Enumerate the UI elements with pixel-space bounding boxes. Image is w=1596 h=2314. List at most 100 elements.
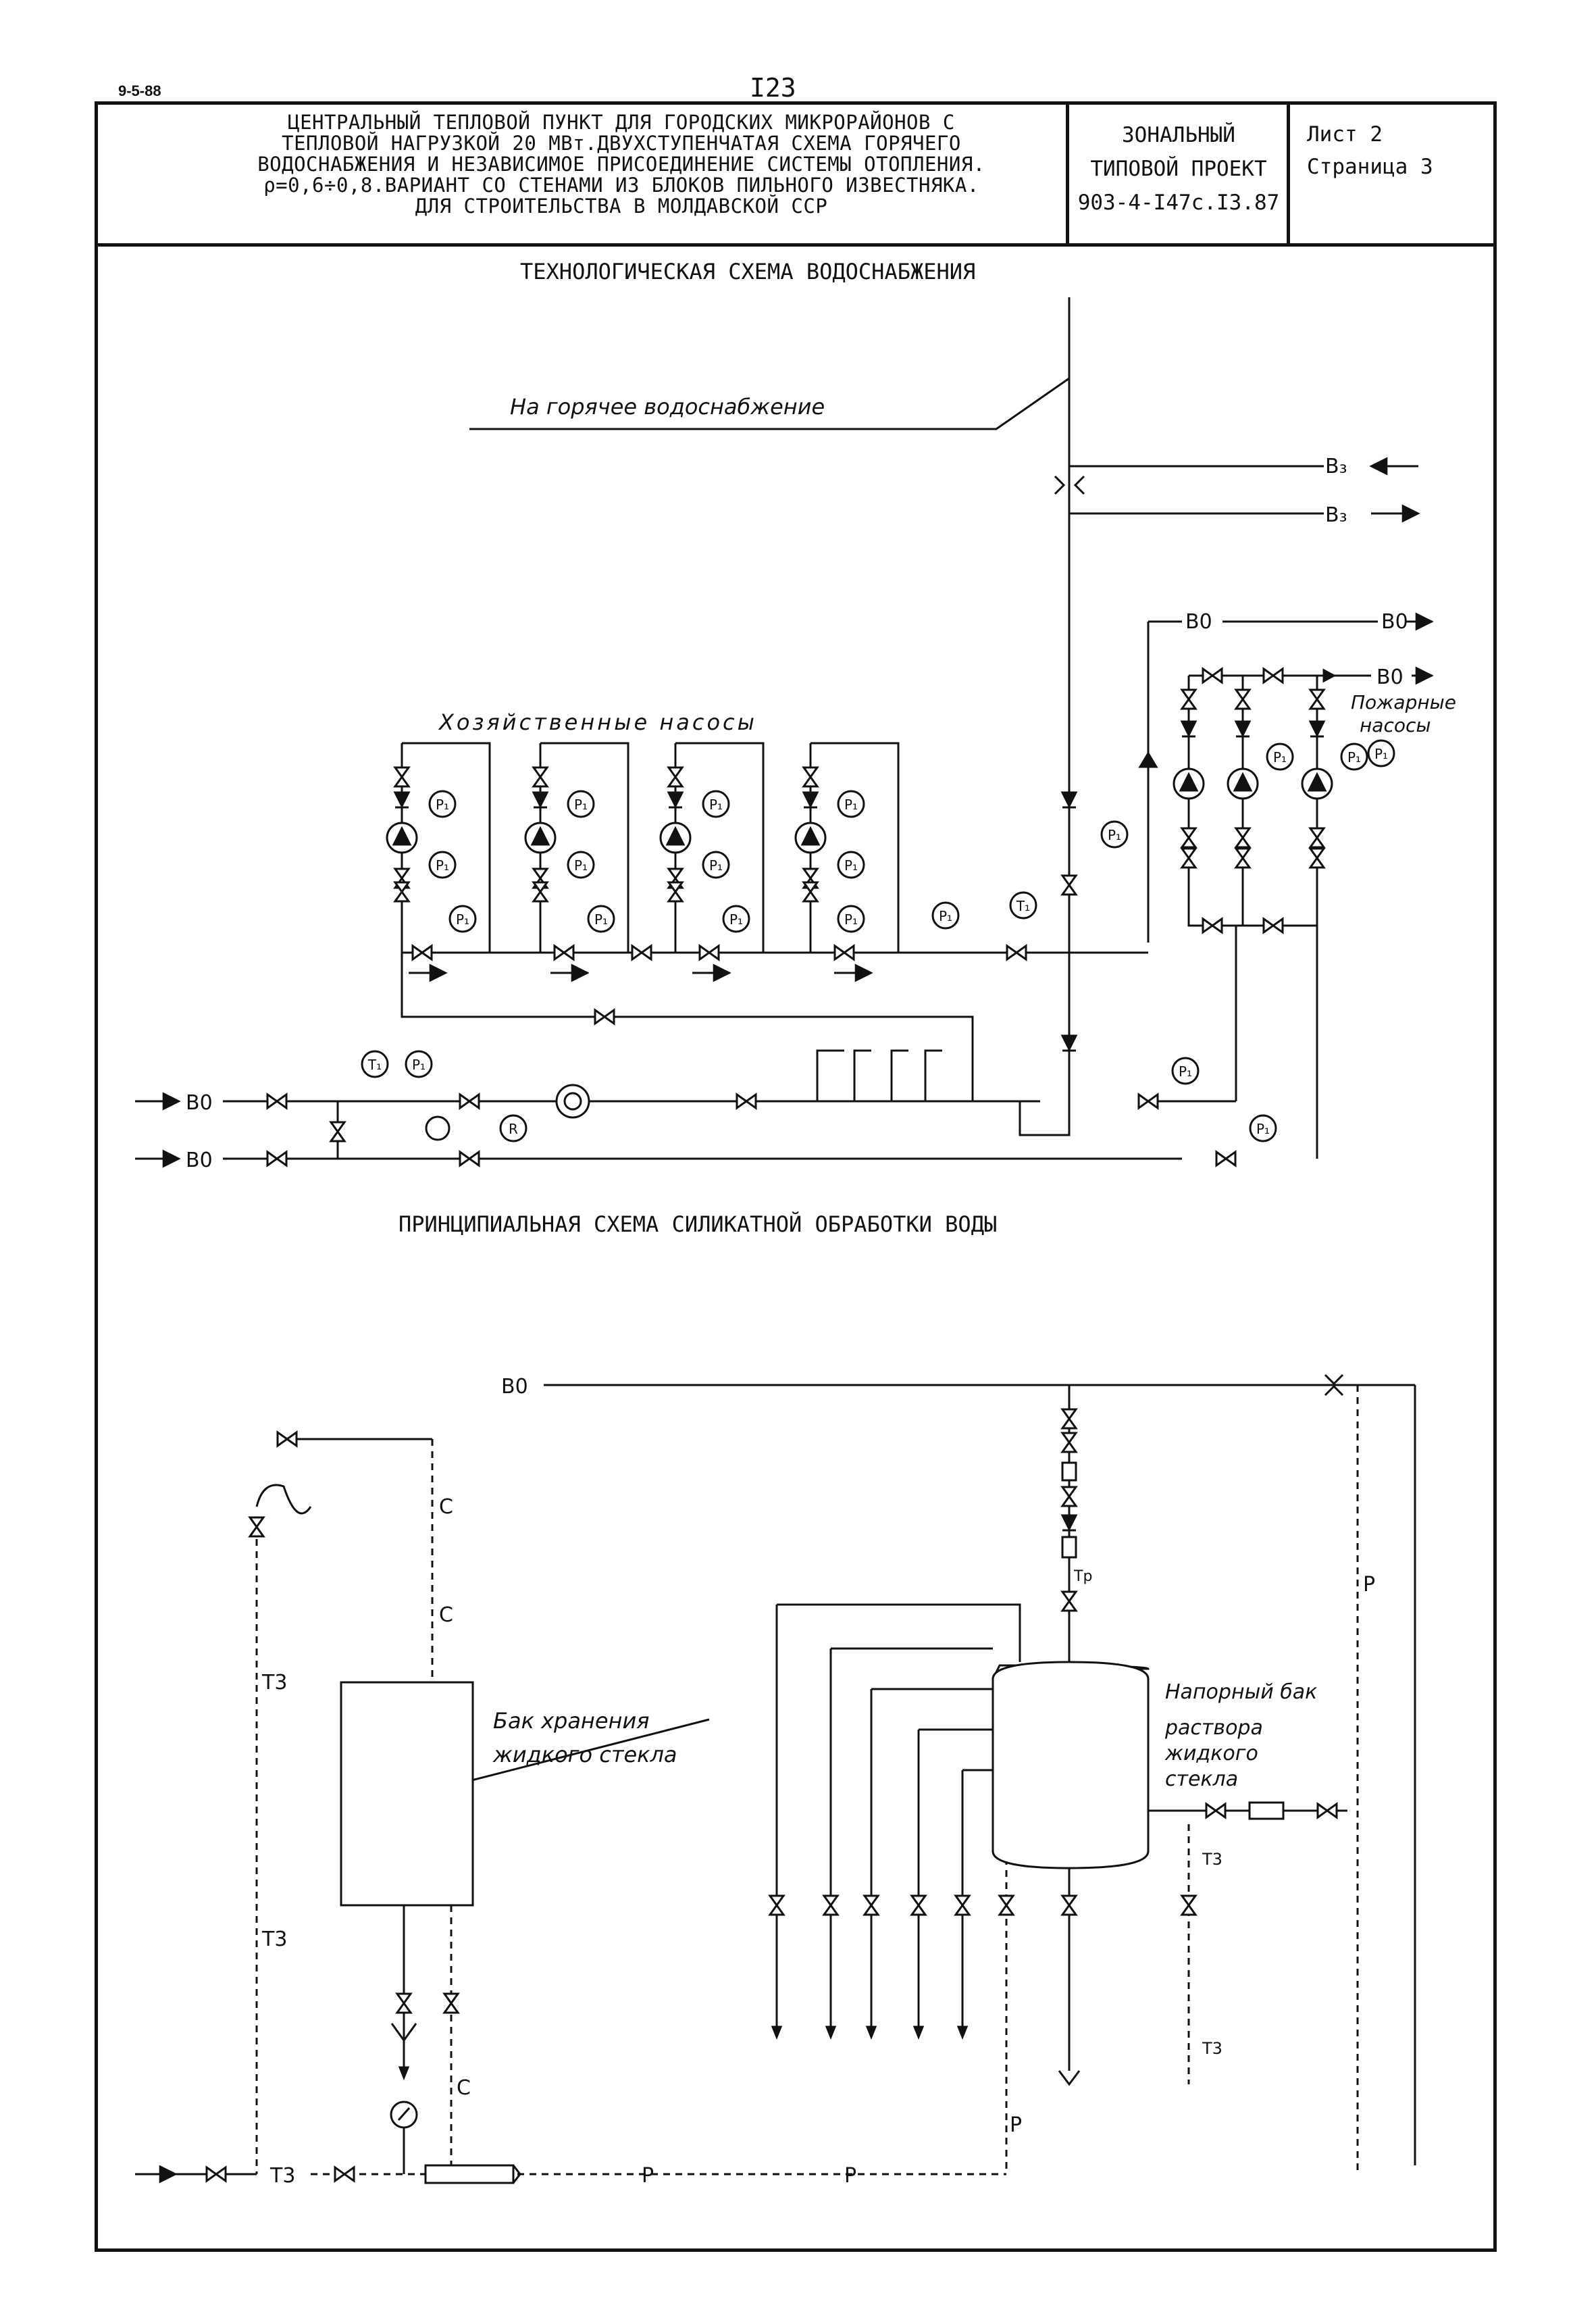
gate-valve-icon <box>1180 847 1198 869</box>
check-valve-icon <box>1060 791 1078 809</box>
gate-valve-icon <box>1060 1894 1078 1916</box>
title-line: ТЕПЛОВОЙ НАГРУЗКОЙ 20 МВт.ДВУХСТУПЕНЧАТА… <box>282 132 961 155</box>
t3-label: Т3 <box>261 1671 287 1694</box>
project-type-line-1: ЗОНАЛЬНЫЙ <box>1122 123 1235 147</box>
fire-pumps-label-1: Пожарные <box>1351 691 1456 713</box>
gate-valve-icon <box>1262 917 1284 934</box>
gate-valve-icon <box>1006 944 1027 961</box>
gate-valve-icon <box>1060 874 1078 896</box>
check-valve-icon <box>532 791 549 809</box>
title-block-bottom-line <box>95 243 1497 247</box>
drop-arrow-icon <box>956 2026 969 2040</box>
pump-impeller-icon <box>1233 772 1253 792</box>
gate-valve-icon <box>266 1092 288 1110</box>
c-label: С <box>439 1603 453 1627</box>
gauge-label: R <box>509 1121 518 1137</box>
check-valve-icon <box>1060 1514 1078 1532</box>
gauge-label: T₁ <box>367 1057 382 1073</box>
gate-valve-icon <box>459 1092 480 1110</box>
reducer-icon <box>1054 475 1085 495</box>
gauge-label: P₁ <box>844 911 858 928</box>
gate-valve-icon <box>822 1894 840 1916</box>
gauge-label: P₁ <box>1108 827 1121 843</box>
gate-valve-icon <box>768 1894 786 1916</box>
gauge-label: P₁ <box>844 797 858 813</box>
b0-label: В0 <box>1381 610 1408 634</box>
gate-valve-icon <box>459 1150 480 1167</box>
gauge-label: P₁ <box>436 797 449 813</box>
b3-label: В₃ <box>1325 455 1347 478</box>
pressure-gauge-icon <box>722 905 750 933</box>
gauge-label: P₁ <box>1273 749 1287 765</box>
gate-valve-icon <box>276 1430 298 1448</box>
pressure-gauge-icon <box>1367 739 1395 768</box>
gate-valve-icon <box>1180 827 1198 849</box>
gate-valve-icon <box>532 766 549 788</box>
t3-label: Т3 <box>269 2164 295 2188</box>
check-valve-icon <box>393 791 411 809</box>
p-label: Р <box>1010 2113 1022 2137</box>
gate-valve-icon <box>667 881 684 903</box>
gate-valve-icon <box>411 944 433 961</box>
ejector-nozzle-icon <box>512 2165 521 2184</box>
gate-valve-icon <box>1234 688 1252 710</box>
gauge-label: P₁ <box>594 911 608 928</box>
pump-impeller-icon <box>665 826 686 846</box>
t3-label: Т3 <box>1202 1850 1222 1869</box>
gate-valve-icon <box>248 1516 265 1538</box>
gauge-needle-icon <box>397 2107 411 2121</box>
household-pump-bypass <box>540 742 629 953</box>
pressure-gauge-icon <box>837 790 865 818</box>
title-line: ЦЕНТРАЛЬНЫЙ ТЕПЛОВОЙ ПУНКТ ДЛЯ ГОРОДСКИХ… <box>288 111 955 134</box>
pressure-tank-label-2: раствора <box>1165 1716 1263 1740</box>
gate-valve-icon <box>205 2165 227 2183</box>
gate-valve-icon <box>667 766 684 788</box>
pump-impeller-icon <box>1179 772 1199 792</box>
pressure-gauge-icon <box>931 901 960 930</box>
gauge-label: T₁ <box>1016 898 1030 914</box>
gate-valve-icon <box>1180 688 1198 710</box>
storage-tank-leader <box>432 1718 710 1792</box>
pressure-gauge-icon <box>837 905 865 933</box>
drop-arrow-icon <box>912 2026 925 2040</box>
gate-valve-icon <box>954 1894 971 1916</box>
gate-valve-icon <box>910 1894 927 1916</box>
gauge-label: P₁ <box>412 1057 426 1073</box>
pump-impeller-icon <box>392 826 412 846</box>
fire-pumps-label-2: насосы <box>1360 714 1431 736</box>
drop-arrow-icon <box>825 2026 837 2040</box>
funnel-icon <box>1058 2070 1081 2086</box>
document-code: 9-5-88 <box>118 82 161 99</box>
gauge-label: P₁ <box>574 797 588 813</box>
page-number: I23 <box>750 73 796 103</box>
pressure-gauge-icon <box>702 790 730 818</box>
drain-line <box>853 1049 871 1101</box>
gauge-label: P₁ <box>1179 1063 1192 1080</box>
gate-valve-icon <box>1308 827 1326 849</box>
section1-title: ТЕХНОЛОГИЧЕСКАЯ СХЕМА ВОДОСНАБЖЕНИЯ <box>520 259 976 284</box>
tank-overflow-line <box>777 1603 1021 1662</box>
pressure-gauge-icon <box>837 851 865 879</box>
project-code: 903-4-I47с.I3.87 <box>1077 191 1280 215</box>
p-label: Р <box>844 2164 856 2188</box>
flow-meter-icon <box>1061 1536 1077 1559</box>
drop-arrow-icon <box>865 2026 877 2040</box>
gate-valve-icon <box>1234 847 1252 869</box>
gate-valve-icon <box>1137 1092 1159 1110</box>
gate-valve-icon <box>1316 1802 1338 1819</box>
check-valve-icon <box>1180 720 1198 738</box>
hot-water-leader-line <box>469 377 1070 430</box>
gate-valve-icon <box>532 881 549 903</box>
section2-title: ПРИНЦИПИАЛЬНАЯ СХЕМА СИЛИКАТНОЙ ОБРАБОТК… <box>398 1211 998 1237</box>
household-pumps-label: Хозяйственные насосы <box>439 709 757 735</box>
title-line: ВОДОСНАБЖЕНИЯ И НЕЗАВИСИМОЕ ПРИСОЕДИНЕНИ… <box>257 153 985 176</box>
pump-impeller-icon <box>800 826 821 846</box>
pressure-gauge-icon <box>448 905 477 933</box>
b0-label: В0 <box>1185 610 1212 634</box>
gauge-label: P₁ <box>1256 1121 1270 1137</box>
storage-tank-label-1: Бак хранения <box>493 1708 650 1734</box>
gate-valve-icon <box>442 1992 460 2014</box>
hot-water-label: На горячее водоснабжение <box>510 394 825 420</box>
check-valve-icon <box>667 791 684 809</box>
